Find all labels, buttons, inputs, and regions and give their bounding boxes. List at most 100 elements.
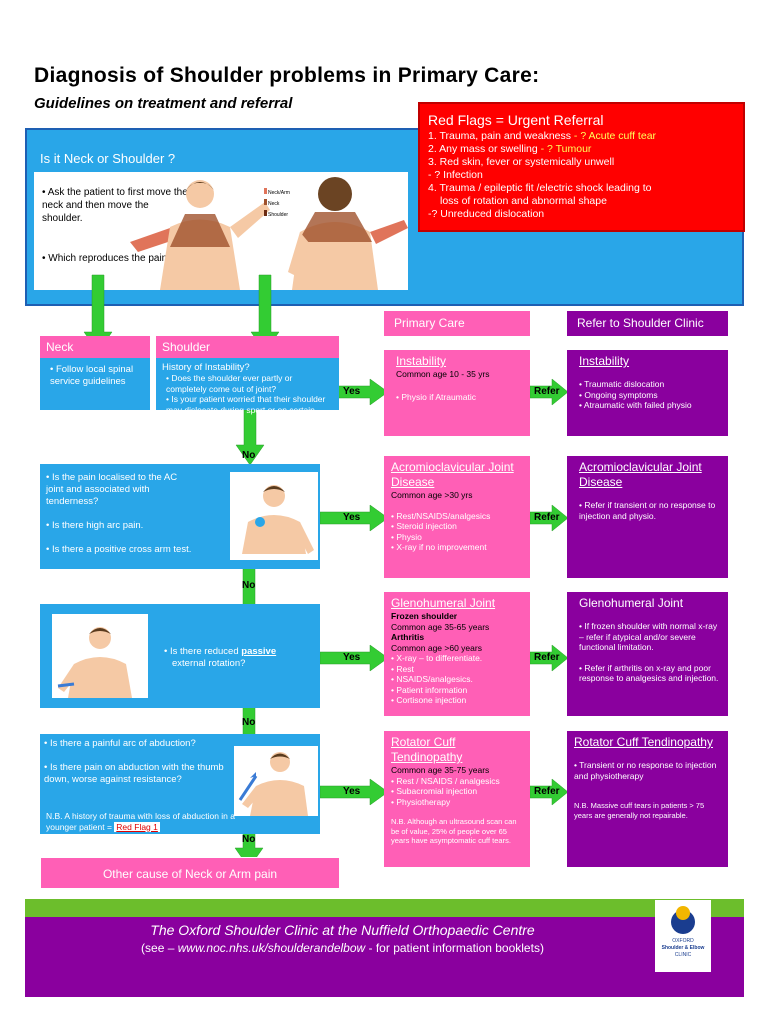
arrow-yes-4	[319, 778, 389, 806]
front-figure-illustration	[130, 180, 270, 290]
gh-figure-illustration	[52, 614, 148, 698]
neck-header: Neck	[40, 336, 150, 358]
clinic-logo: OXFORD Shoulder & Elbow CLINIC	[655, 900, 711, 972]
instability-question-2: • Is your patient worried that their sho…	[166, 394, 326, 425]
yes-label: Yes	[343, 512, 361, 523]
instability-refer-item: • Atraumatic with failed physio	[579, 400, 692, 410]
instability-question-title: History of Instability?	[162, 362, 250, 373]
legend-neck-arm: Neck/Arm	[268, 190, 290, 196]
acj-title: Acromioclavicular Joint Disease	[391, 460, 514, 489]
red-flags-title: Red Flags = Urgent Referral	[428, 112, 604, 128]
gh-primary-item: • Rest	[391, 663, 414, 674]
rc-question-2: • Is there pain on abduction with the th…	[44, 762, 224, 785]
arrow-refer-3	[529, 644, 569, 672]
rc-primary-item: • Rest / NSAIDS / analgesics	[391, 775, 500, 786]
footer-website-note: (see – www.noc.nhs.uk/shoulderandelbow -…	[141, 941, 544, 955]
no-label: No	[242, 580, 256, 591]
instability-refer-item: • Ongoing symptoms	[579, 389, 658, 400]
gh-age-1: Common age 35-65 years	[391, 621, 490, 632]
arrow-refer-4	[529, 778, 569, 806]
refer-clinic-header: Refer to Shoulder Clinic	[567, 311, 728, 336]
back-figure-illustration	[288, 177, 408, 290]
acj-questions: • Is the pain localised to the AC joint …	[46, 472, 196, 556]
rc-refer-item: • Transient or no response to injection …	[574, 760, 717, 781]
instability-question-1: • Does the shoulder ever partly or compl…	[166, 373, 293, 394]
gh-primary-item: • Patient information	[391, 684, 468, 695]
gh-subtype-2: Arthritis	[391, 632, 425, 642]
clinic-logo-icon	[671, 906, 695, 934]
gh-refer-title: Glenohumeral Joint	[579, 596, 684, 610]
acj-primary-box: Acromioclavicular Joint Disease Common a…	[384, 456, 530, 578]
no-label: No	[242, 834, 256, 845]
instability-age: Common age 10 - 35 yrs	[396, 369, 490, 379]
rc-question-1: • Is there a painful arc of abduction?	[44, 738, 196, 749]
red-flag-item: 3. Red skin, fever or systemically unwel…	[428, 156, 615, 168]
rc-title: Rotator Cuff Tendinopathy	[391, 735, 463, 764]
acj-primary-item: • X-ray if no improvement	[391, 542, 487, 552]
red-flag-item: loss of rotation and abnormal shape	[440, 195, 607, 207]
red-flag-item: 1. Trauma, pain and weakness - ? Acute c…	[428, 130, 657, 142]
rc-age: Common age 35-75 years	[391, 765, 490, 775]
acj-question-2: • Is there high arc pain.	[46, 520, 144, 531]
footer-green-bar	[25, 899, 744, 917]
arrow-refer-1	[529, 378, 569, 406]
legend-shoulder: Shoulder	[268, 212, 289, 218]
gh-refer-box: Glenohumeral Joint • If frozen shoulder …	[567, 592, 728, 716]
gh-subtype-1: Frozen shoulder	[391, 611, 458, 621]
neck-guidance: • Follow local spinal service guidelines	[40, 358, 150, 410]
shoulder-header: Shoulder	[156, 336, 339, 358]
neck-or-shoulder-question: Is it Neck or Shoulder ?	[40, 151, 176, 166]
acj-refer-item: • Refer if transient or no response to i…	[579, 500, 716, 521]
instability-primary-box: Instability Common age 10 - 35 yrs • Phy…	[384, 350, 530, 436]
page-subtitle: Guidelines on treatment and referral	[34, 95, 293, 112]
acj-primary-item: • Rest/NSAIDS/analgesics	[391, 510, 491, 521]
refer-label: Refer	[534, 512, 560, 523]
gh-primary-item: • Cortisone injection	[391, 695, 467, 705]
legend-swatches	[264, 188, 267, 216]
other-cause-box: Other cause of Neck or Arm pain	[40, 857, 340, 889]
footer-panel	[25, 917, 744, 997]
gh-primary-item: • X-ray – to differentiate.	[391, 653, 483, 663]
instability-refer-title: Instability	[579, 354, 630, 368]
no-label: No	[242, 717, 256, 728]
arrow-yes-3	[319, 644, 389, 672]
acj-figure-illustration	[230, 472, 318, 560]
pain-legend: Neck/Arm Neck Shoulder	[268, 188, 290, 221]
page-title: Diagnosis of Shoulder problems in Primar…	[34, 64, 540, 87]
primary-care-header: Primary Care	[384, 311, 530, 336]
neck-or-shoulder-card: • Ask the patient to first move the neck…	[34, 172, 408, 290]
acj-primary-item: • Steroid injection	[391, 521, 457, 531]
instruction-text: • Ask the patient to first move the neck…	[42, 187, 188, 224]
gh-age-2: Common age >60 years	[391, 642, 482, 653]
refer-label: Refer	[534, 386, 560, 397]
acj-question-box: • Is the pain localised to the AC joint …	[40, 464, 320, 569]
acj-refer-title: Acromioclavicular Joint Disease	[579, 460, 702, 489]
red-flag-item: 4. Trauma / epileptic fit /electric shoc…	[428, 182, 652, 194]
acj-primary-item: • Physio	[391, 531, 422, 542]
rc-figure-illustration	[234, 746, 318, 816]
rc-refer-note: N.B. Massive cuff tears in patients > 75…	[574, 801, 705, 820]
gh-primary-box: Glenohumeral Joint Frozen shoulder Commo…	[384, 592, 530, 716]
gh-title: Glenohumeral Joint	[391, 596, 496, 610]
instability-refer-item: • Traumatic dislocation	[579, 379, 665, 389]
gh-primary-item: • NSAIDS/analgesics.	[391, 674, 473, 684]
yes-label: Yes	[343, 386, 361, 397]
red-flag-item: - ? Infection	[428, 169, 483, 181]
instability-primary-item: • Physio if Atraumatic	[396, 391, 476, 402]
yes-label: Yes	[343, 786, 361, 797]
rc-primary-box: Rotator Cuff Tendinopathy Common age 35-…	[384, 731, 530, 867]
yes-label: Yes	[343, 652, 361, 663]
arrow-refer-2	[529, 504, 569, 532]
rc-refer-box: Rotator Cuff Tendinopathy • Transient or…	[567, 731, 728, 867]
footer-website-link[interactable]: www.noc.nhs.uk/shoulderandelbow	[177, 941, 366, 955]
no-label: No	[242, 450, 256, 461]
rc-question-box: • Is there a painful arc of abduction? •…	[40, 734, 320, 834]
instability-refer-box: Instability • Traumatic dislocation • On…	[567, 350, 728, 436]
acj-age: Common age >30 yrs	[391, 490, 473, 500]
rc-primary-note: N.B. Although an ultrasound scan can be …	[391, 817, 517, 845]
red-flags-panel: Red Flags = Urgent Referral 1. Trauma, p…	[418, 102, 745, 232]
instability-title: Instability	[396, 354, 447, 368]
arrow-yes-2	[319, 504, 389, 532]
